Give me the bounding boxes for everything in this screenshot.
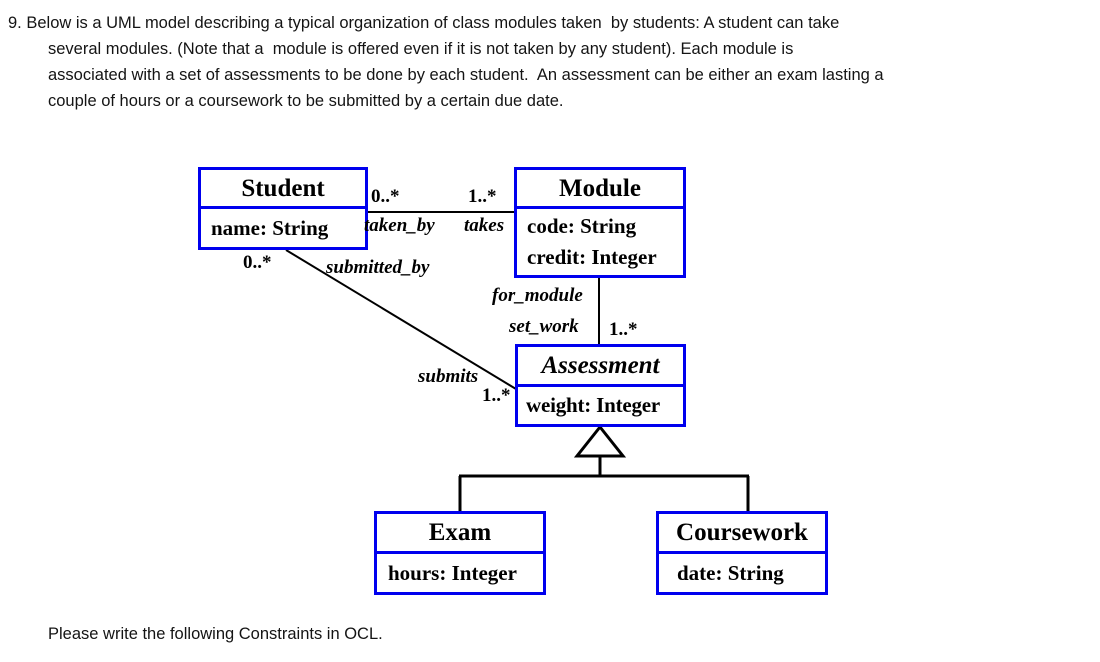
question-line-3: associated with a set of assessments to … [48, 66, 884, 84]
uml-class-name-coursework: Coursework [659, 514, 825, 554]
generalization-triangle-icon [573, 424, 627, 458]
question-text-block: 9. Below is a UML model describing a typ… [8, 10, 1078, 114]
uml-attribute: date: String [677, 561, 784, 585]
uml-class-student[interactable]: Student name: String [198, 167, 368, 250]
role-label-takes: takes [464, 215, 505, 236]
uml-class-coursework[interactable]: Coursework date: String [656, 511, 828, 595]
uml-attributes-exam: hours: Integer [377, 554, 543, 592]
uml-class-module[interactable]: Module code: String credit: Integer [514, 167, 686, 278]
uml-attribute: weight: Integer [526, 393, 661, 417]
multiplicity-label-submitted-by: 0..* [243, 252, 272, 273]
question-line-1: 9. Below is a UML model describing a typ… [8, 14, 840, 32]
uml-class-exam[interactable]: Exam hours: Integer [374, 511, 546, 595]
multiplicity-label-submits: 1..* [482, 385, 511, 406]
multiplicity-label-set-work: 1..* [609, 319, 638, 340]
uml-class-name-assessment: Assessment [518, 347, 683, 387]
uml-class-name-student: Student [201, 170, 365, 209]
uml-attribute: hours: Integer [388, 561, 517, 585]
uml-class-assessment[interactable]: Assessment weight: Integer [515, 344, 686, 427]
multiplicity-label-taken-by: 0..* [371, 186, 400, 207]
uml-attribute: name: String [211, 216, 329, 240]
role-label-submits: submits [418, 366, 479, 387]
uml-attributes-module: code: String credit: Integer [517, 209, 683, 275]
role-label-taken-by: taken_by [364, 215, 435, 236]
uml-attribute: code: String [527, 214, 637, 238]
uml-attribute: credit: Integer [527, 245, 657, 269]
uml-attributes-student: name: String [201, 209, 365, 247]
role-label-submitted-by: submitted_by [326, 257, 430, 278]
ocl-instruction-text: Please write the following Constraints i… [48, 625, 383, 643]
multiplicity-label-takes: 1..* [468, 186, 497, 207]
role-label-for-module: for_module [492, 285, 583, 306]
uml-attributes-assessment: weight: Integer [518, 387, 683, 424]
question-line-4: couple of hours or a coursework to be su… [48, 92, 564, 110]
question-line-2: several modules. (Note that a module is … [48, 40, 794, 58]
uml-class-name-exam: Exam [377, 514, 543, 554]
association-line-student-assessment [285, 249, 517, 390]
uml-class-name-module: Module [517, 170, 683, 209]
role-label-set-work: set_work [509, 316, 579, 337]
uml-attributes-coursework: date: String [659, 554, 825, 592]
